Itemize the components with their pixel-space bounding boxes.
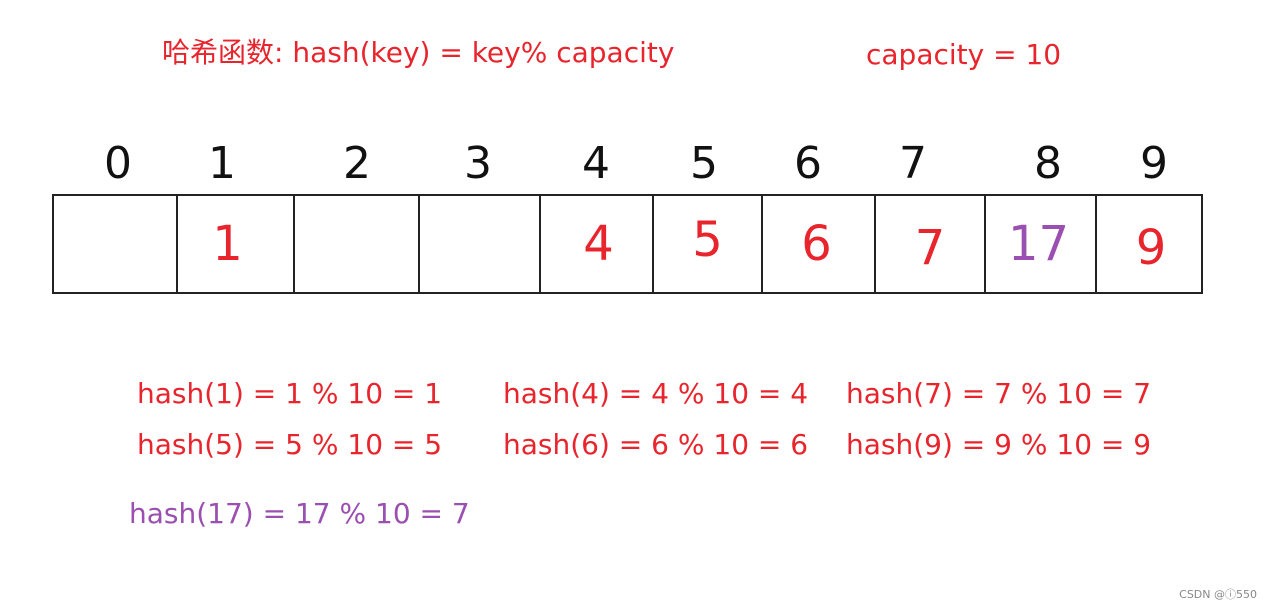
index-label-3: 3 bbox=[464, 138, 492, 189]
cell-value: 6 bbox=[801, 216, 832, 272]
cell-value: 9 bbox=[1135, 220, 1167, 276]
hash-calc-6: hash(6) = 6 % 10 = 6 bbox=[503, 428, 809, 461]
index-label-4: 4 bbox=[582, 138, 610, 189]
table-cell: 7 bbox=[874, 196, 984, 292]
hash-calc-7: hash(7) = 7 % 10 = 7 bbox=[846, 377, 1152, 410]
hash-calc-9: hash(9) = 9 % 10 = 9 bbox=[846, 428, 1152, 461]
table-cell: 17 bbox=[984, 196, 1095, 292]
table-cell bbox=[418, 196, 539, 292]
cell-value: 17 bbox=[1007, 216, 1070, 272]
capacity-label: capacity = 10 bbox=[866, 38, 1062, 71]
table-cell: 4 bbox=[539, 196, 652, 292]
index-label-8: 8 bbox=[1034, 138, 1062, 189]
table-cell bbox=[293, 196, 418, 292]
hash-calc-17: hash(17) = 17 % 10 = 7 bbox=[129, 497, 470, 530]
index-label-0: 0 bbox=[104, 138, 132, 189]
hash-calc-5: hash(5) = 5 % 10 = 5 bbox=[137, 428, 443, 461]
index-label-1: 1 bbox=[208, 138, 236, 189]
table-cell: 5 bbox=[652, 196, 761, 292]
table-cell bbox=[54, 196, 176, 292]
index-label-7: 7 bbox=[899, 138, 927, 189]
index-label-5: 5 bbox=[690, 138, 718, 189]
table-cell: 1 bbox=[176, 196, 293, 292]
table-cell: 6 bbox=[761, 196, 874, 292]
hash-function-label: 哈希函数: hash(key) = key% capacity bbox=[162, 36, 675, 69]
hash-calc-4: hash(4) = 4 % 10 = 4 bbox=[503, 377, 809, 410]
index-label-9: 9 bbox=[1140, 138, 1168, 189]
cell-value: 5 bbox=[692, 212, 723, 268]
cell-value: 1 bbox=[212, 216, 243, 272]
index-label-2: 2 bbox=[343, 138, 371, 189]
cell-value: 7 bbox=[914, 220, 946, 276]
table-cell: 9 bbox=[1095, 196, 1201, 292]
index-label-6: 6 bbox=[794, 138, 822, 189]
watermark: CSDN @ⓘ550 bbox=[1179, 588, 1257, 601]
hash-calc-1: hash(1) = 1 % 10 = 1 bbox=[137, 377, 443, 410]
hash-table: 1 4 5 6 7 17 9 bbox=[52, 194, 1203, 294]
cell-value: 4 bbox=[583, 216, 614, 272]
